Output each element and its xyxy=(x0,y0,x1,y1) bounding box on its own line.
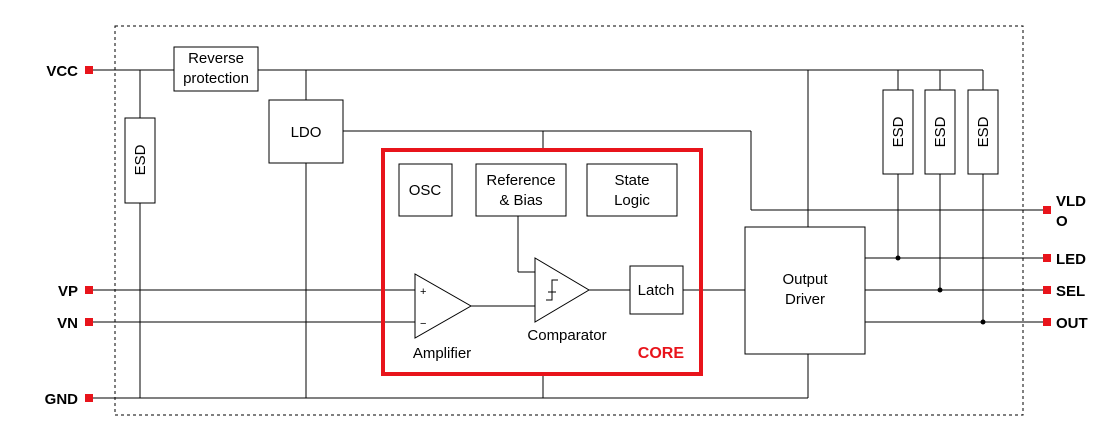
pin-out: OUT xyxy=(1043,315,1088,332)
esd-block-right-3: ESD xyxy=(967,89,999,175)
reference-label-1: Reference xyxy=(486,172,555,189)
pin-label-vn: VN xyxy=(57,315,78,332)
pin-label-gnd: GND xyxy=(45,391,79,408)
esd-label-right-2: ESD xyxy=(932,116,949,147)
pin-label-vp: VP xyxy=(58,283,78,300)
latch-block: Latch xyxy=(629,265,684,315)
pin-vn: VN xyxy=(57,315,93,332)
comparator-symbol xyxy=(534,257,590,323)
pin-label-vldo-2: O xyxy=(1056,213,1068,230)
osc-block: OSC xyxy=(398,163,453,217)
state-label-2: Logic xyxy=(614,192,650,209)
output-driver-block: Output Driver xyxy=(744,226,866,355)
pin-label-led: LED xyxy=(1056,251,1086,268)
esd-label-left: ESD xyxy=(132,144,149,175)
amplifier-label: Amplifier xyxy=(413,345,471,362)
driver-label-1: Output xyxy=(782,271,828,288)
osc-label: OSC xyxy=(409,182,442,199)
plus-sign: + xyxy=(420,286,426,298)
hysteresis-icon xyxy=(546,279,558,301)
pin-led: LED xyxy=(1043,251,1086,268)
reference-label-2: & Bias xyxy=(499,192,542,209)
latch-label: Latch xyxy=(638,282,675,299)
pin-label-sel: SEL xyxy=(1056,283,1085,300)
pin-sel: SEL xyxy=(1043,283,1085,300)
minus-sign: − xyxy=(420,318,426,330)
reverse-label-1: Reverse xyxy=(188,50,244,67)
reference-bias-block: Reference & Bias xyxy=(475,163,567,217)
wires xyxy=(92,69,1045,399)
amplifier-symbol: + − xyxy=(414,273,473,339)
junction-dots xyxy=(895,255,986,325)
pin-vp: VP xyxy=(58,283,93,300)
esd-label-right-1: ESD xyxy=(890,116,907,147)
pin-vldo: VLD O xyxy=(1043,193,1086,230)
pin-label-vldo-1: VLD xyxy=(1056,193,1086,210)
comparator-label: Comparator xyxy=(527,327,606,344)
esd-block-right-2: ESD xyxy=(924,89,956,175)
state-logic-block: State Logic xyxy=(586,163,678,217)
pin-vcc: VCC xyxy=(46,63,93,80)
core-border xyxy=(381,148,703,376)
esd-block-right-1: ESD xyxy=(882,89,914,175)
esd-block-left: ESD xyxy=(124,117,156,204)
pin-label-vcc: VCC xyxy=(46,63,78,80)
reverse-label-2: protection xyxy=(183,70,249,87)
ldo-block: LDO xyxy=(268,99,344,164)
driver-label-2: Driver xyxy=(785,291,825,308)
esd-label-right-3: ESD xyxy=(975,116,992,147)
state-label-1: State xyxy=(614,172,649,189)
pin-label-out: OUT xyxy=(1056,315,1088,332)
ldo-label: LDO xyxy=(291,124,322,141)
pin-gnd: GND xyxy=(45,391,93,408)
reverse-protection-block: Reverse protection xyxy=(173,46,259,92)
core-label: CORE xyxy=(638,345,685,362)
